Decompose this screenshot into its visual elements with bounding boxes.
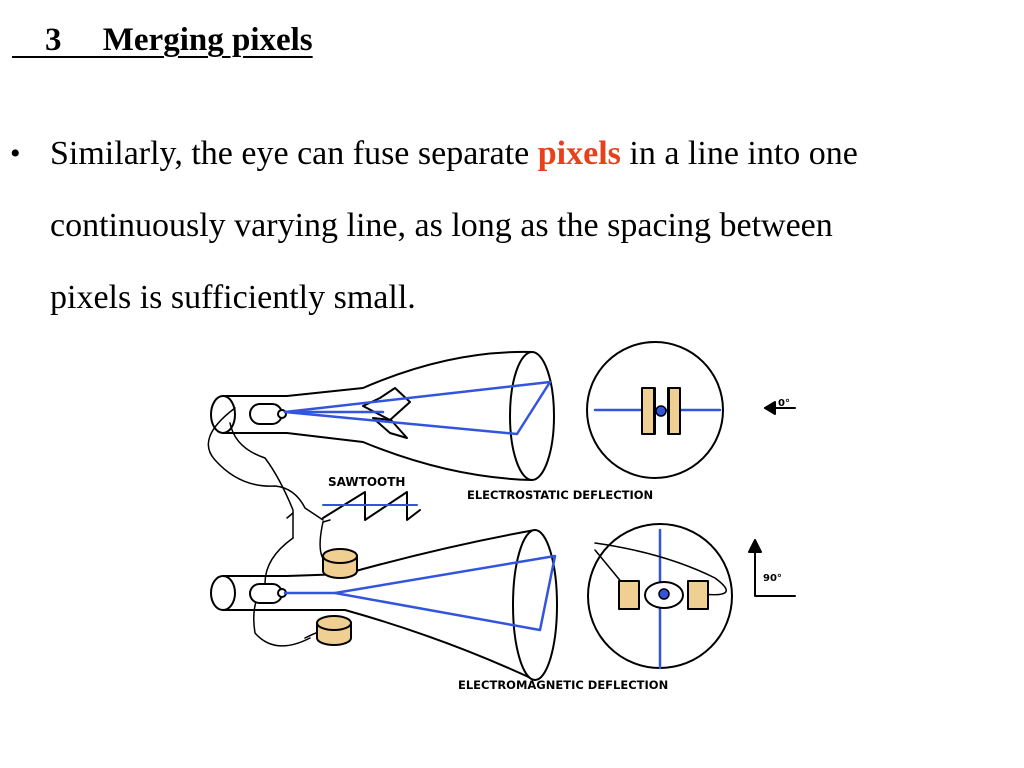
electrostatic-electron-beam <box>283 380 552 436</box>
electromagnetic-label: ELECTROMAGNETIC DEFLECTION <box>458 678 668 692</box>
slide-title: 3 Merging pixels <box>12 22 313 58</box>
bullet-line-3: pixels is sufficiently small. <box>50 279 416 316</box>
bullet-marker: • <box>10 137 21 170</box>
bullet-line-1: Similarly, the eye can fuse separate pix… <box>50 118 858 190</box>
sawtooth-label: SAWTOOTH <box>328 475 405 489</box>
crt-deflection-diagram: 0° SAWTOOTH ELECTROSTATIC DEFLECTION <box>207 341 796 692</box>
electromagnetic-crt-tube <box>210 529 558 681</box>
sawtooth-waveform <box>322 491 421 521</box>
electromagnetic-electron-beam <box>283 554 557 632</box>
angle-top-label: 0° <box>778 398 790 409</box>
bullet-text-before: Similarly, the eye can fuse separate <box>50 135 538 172</box>
electrostatic-label: ELECTROSTATIC DEFLECTION <box>467 488 653 502</box>
angle-zero-indicator: 0° <box>764 398 796 415</box>
electrostatic-crt-tube <box>210 350 555 481</box>
angle-ninety-indicator: 90° <box>748 539 796 597</box>
electromagnetic-end-view <box>587 523 733 670</box>
highlighted-keyword: pixels <box>537 135 621 172</box>
bullet-line-2: continuously varying line, as long as th… <box>50 207 833 244</box>
electrostatic-end-view <box>586 341 724 479</box>
bullet-text-after: in a line into one <box>620 135 858 172</box>
angle-bottom-label: 90° <box>763 573 782 584</box>
